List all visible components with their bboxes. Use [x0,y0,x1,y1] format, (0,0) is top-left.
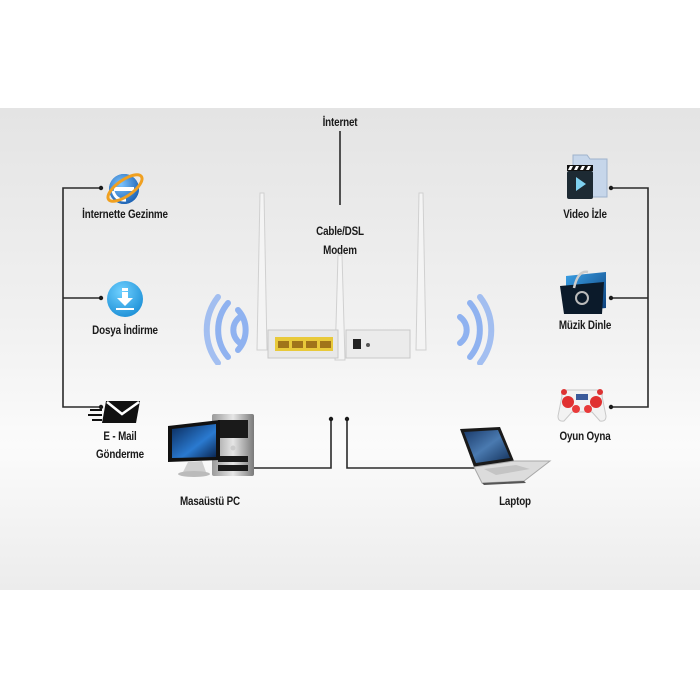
wifi-waves-left-icon [203,294,249,365]
connector-dot [344,416,350,422]
right-item-label: Müzik Dinle [558,318,612,332]
download-icon [107,281,143,317]
internet-label: İnternet [322,115,358,129]
modem-label-line1: Cable/DSL [316,224,364,238]
connector-dot [328,416,334,422]
left-item-label-line1: E - Mail [103,429,137,443]
modem-label-line2: Modem [323,243,357,257]
music-folder-icon [560,270,606,314]
video-folder-icon [567,154,608,199]
power-jack [353,339,361,349]
right-item-label: Oyun Oyna [559,429,611,443]
router-icon [203,192,495,365]
left-item-label: Dosya İndirme [92,323,158,337]
envelope-icon [88,400,140,423]
internet-explorer-icon [106,173,144,204]
connector-dot [98,404,104,410]
left-item-label: İnternette Gezinme [82,207,168,221]
connector-dot [98,185,104,191]
gamepad-icon [557,389,607,422]
wifi-waves-right-icon [457,294,495,365]
device-label: Laptop [499,494,531,508]
desktop-pc-icon [168,414,254,477]
right-item-label: Video İzle [563,207,607,221]
connector-dot [608,185,614,191]
laptop-connection-line [346,419,480,469]
lan-ports [275,337,333,351]
connector-dot [608,295,614,301]
antenna-right [415,192,427,351]
left-item-label-line2: Gönderme [96,447,144,461]
device-label: Masaüstü PC [180,494,240,508]
antenna-left [256,192,268,351]
connector-dot [98,295,104,301]
laptop-icon [460,427,552,485]
pc-connection-line [253,419,332,469]
connector-dot [608,404,614,410]
